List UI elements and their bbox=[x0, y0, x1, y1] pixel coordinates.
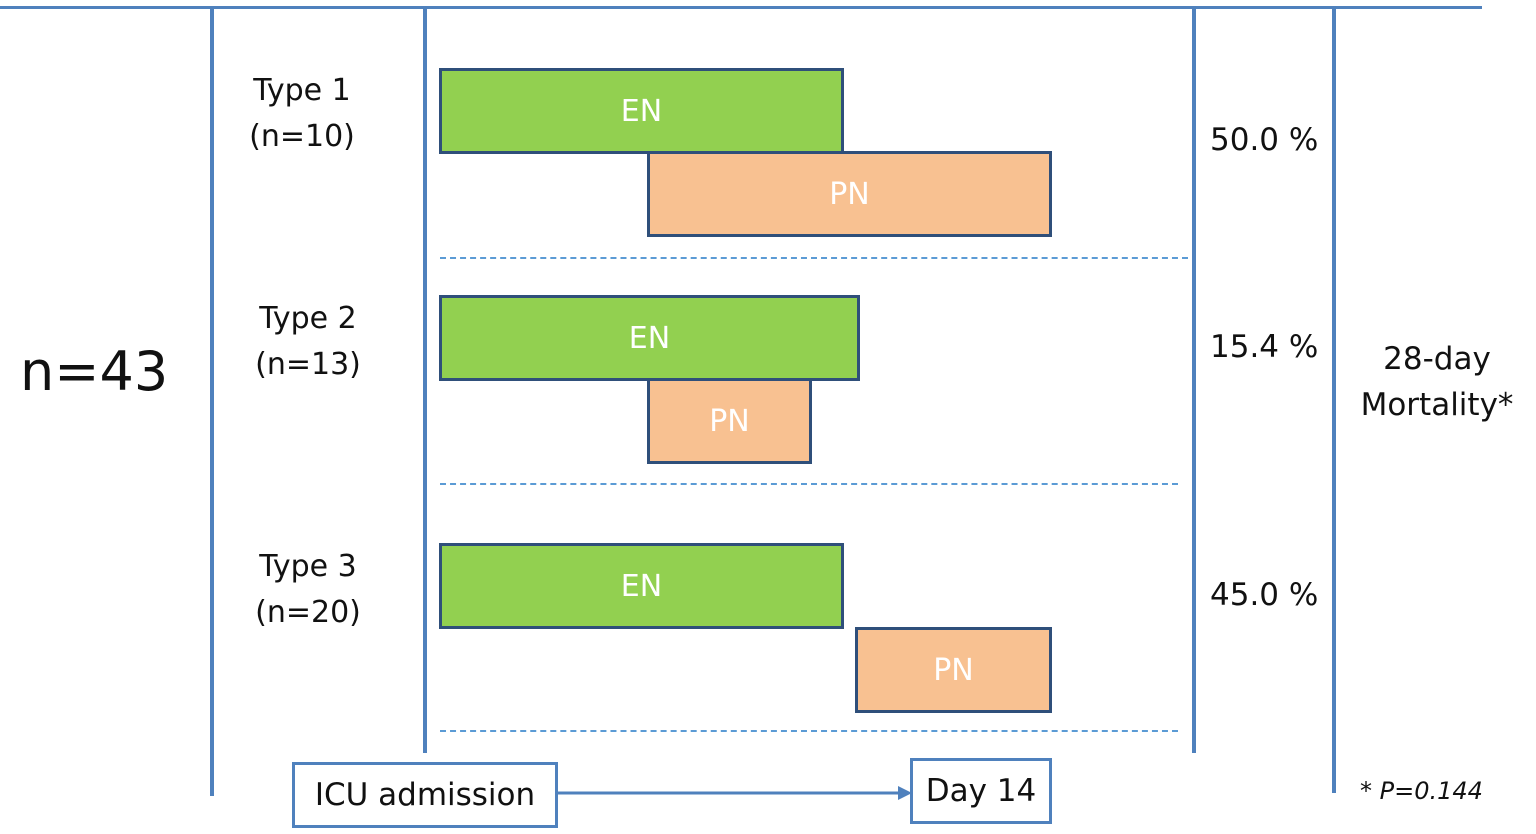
group-separator-2 bbox=[440, 483, 1178, 485]
pn-bar-type-1: PN bbox=[647, 151, 1052, 237]
group-count: (n=20) bbox=[255, 595, 361, 630]
top-border-line bbox=[0, 6, 1482, 9]
pn-bar-type-2: PN bbox=[647, 378, 812, 464]
icu-admission-box: ICU admission bbox=[292, 762, 558, 828]
day-14-box: Day 14 bbox=[910, 758, 1052, 824]
group-type-name: Type 2 bbox=[259, 301, 357, 336]
divider-line-1 bbox=[210, 8, 214, 796]
pn-bar-label: PN bbox=[829, 176, 870, 212]
group-type-name: Type 3 bbox=[259, 549, 357, 584]
pn-bar-label: PN bbox=[709, 403, 750, 439]
group-count: (n=13) bbox=[255, 347, 361, 382]
mortality-type-1: 50.0 % bbox=[1210, 122, 1319, 158]
group-separator-3 bbox=[440, 730, 1178, 732]
p-value-footnote: * P=0.144 bbox=[1360, 777, 1483, 805]
en-bar-type-2: EN bbox=[439, 295, 860, 381]
group-label-type-3: Type 3 (n=20) bbox=[238, 544, 378, 636]
en-bar-label: EN bbox=[620, 568, 663, 604]
mortality-heading: 28-day Mortality* bbox=[1338, 336, 1536, 428]
divider-line-4 bbox=[1332, 8, 1336, 793]
group-count: (n=10) bbox=[249, 119, 355, 154]
pn-bar-type-3: PN bbox=[855, 627, 1052, 713]
divider-line-2 bbox=[423, 8, 427, 753]
en-bar-type-1: EN bbox=[439, 68, 844, 154]
mortality-type-2: 15.4 % bbox=[1210, 329, 1319, 365]
en-bar-label: EN bbox=[628, 320, 671, 356]
total-count: n=43 bbox=[20, 340, 169, 403]
en-bar-label: EN bbox=[620, 93, 663, 129]
en-bar-type-3: EN bbox=[439, 543, 844, 629]
mortality-type-3: 45.0 % bbox=[1210, 577, 1319, 613]
group-type-name: Type 1 bbox=[253, 73, 351, 108]
mortality-heading-line-2: Mortality* bbox=[1360, 387, 1514, 423]
mortality-heading-line-1: 28-day bbox=[1383, 341, 1491, 377]
pn-bar-label: PN bbox=[933, 652, 974, 688]
divider-line-3 bbox=[1192, 8, 1196, 753]
group-label-type-1: Type 1 (n=10) bbox=[232, 68, 372, 160]
timeline-arrow bbox=[556, 786, 912, 800]
group-label-type-2: Type 2 (n=13) bbox=[238, 296, 378, 388]
group-separator-1 bbox=[440, 257, 1188, 259]
